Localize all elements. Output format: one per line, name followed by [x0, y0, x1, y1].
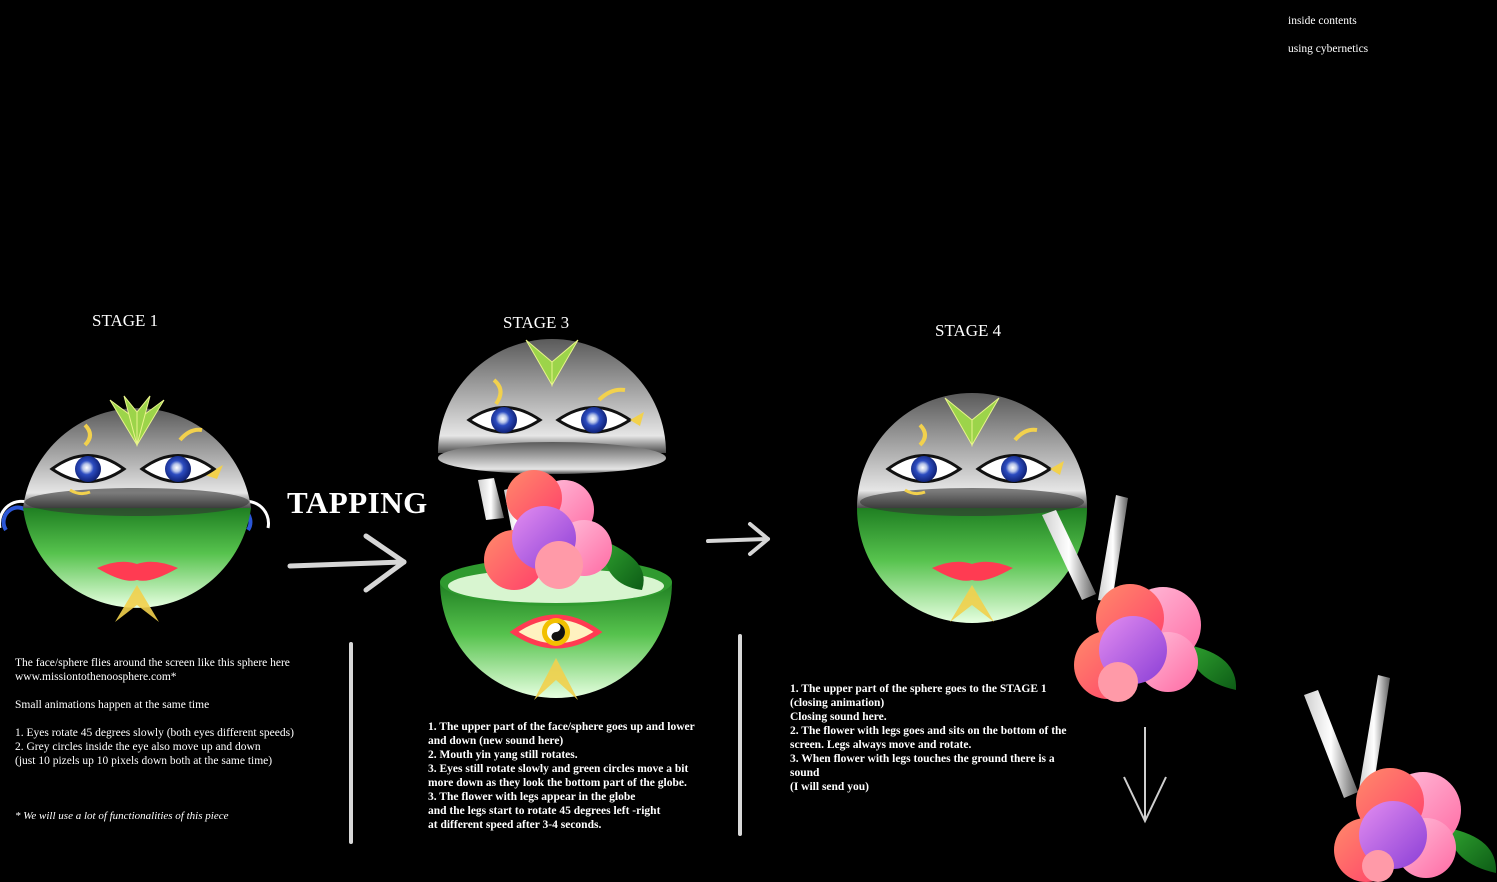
top-note-line1: inside contents — [1288, 15, 1357, 27]
arrow-down-icon — [1123, 727, 1167, 824]
sphere-open-icon — [438, 339, 672, 700]
flower-with-legs-icon — [1042, 495, 1237, 702]
stage4-title: STAGE 4 — [935, 321, 1002, 340]
divider — [738, 634, 742, 836]
stage3-title: STAGE 3 — [503, 313, 570, 332]
arrow-right-icon — [287, 533, 407, 593]
stage3-description: 1. The upper part of the face/sphere goe… — [428, 721, 695, 831]
sphere-face-icon — [0, 395, 270, 622]
flower-with-legs-icon — [1304, 675, 1497, 882]
stage1-title: STAGE 1 — [92, 311, 159, 330]
arrow-right-icon — [706, 522, 770, 556]
eye-icon — [885, 454, 963, 483]
stage4-description: 1. The upper part of the sphere goes to … — [790, 683, 1067, 793]
divider — [349, 642, 353, 844]
lips-icon — [932, 561, 1013, 581]
eye-icon — [49, 454, 127, 483]
stage1-footnote: * We will use a lot of functionalities o… — [15, 810, 229, 822]
top-note-line2: using cybernetics — [1288, 43, 1369, 55]
eye-icon — [466, 406, 543, 434]
flower-with-legs-icon — [478, 470, 644, 590]
stage1-description: The face/sphere flies around the screen … — [15, 657, 294, 767]
top-note: inside contents using cybernetics — [1288, 0, 1368, 70]
eye-icon — [139, 454, 217, 483]
yin-yang-icon — [542, 618, 570, 646]
tapping-label: TAPPING — [287, 485, 428, 520]
lips-icon — [97, 561, 178, 581]
sphere-face-icon — [857, 393, 1087, 623]
